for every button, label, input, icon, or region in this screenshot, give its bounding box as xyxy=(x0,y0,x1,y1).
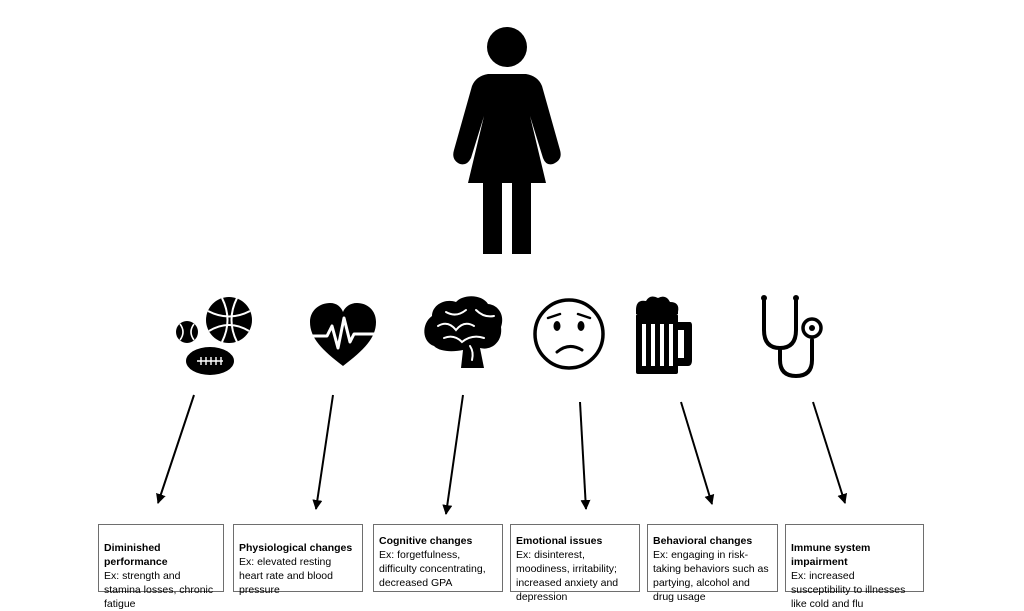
sports-balls-icon xyxy=(176,297,252,375)
box-emotional-issues: Emotional issues Ex: disinterest, moodin… xyxy=(510,524,640,603)
arrow-line xyxy=(312,394,334,510)
arrow-line xyxy=(442,394,464,515)
box-immune-system-impairment: Immune system impairment Ex: increased s… xyxy=(785,524,924,610)
box-description: Ex: disinterest, moodiness, irritability… xyxy=(516,549,619,603)
box-title: Cognitive changes xyxy=(379,535,473,547)
beer-mug-icon xyxy=(636,296,692,374)
box-description: Ex: elevated resting heart rate and bloo… xyxy=(239,556,333,596)
box-physiological-changes: Physiological changes Ex: elevated resti… xyxy=(233,524,363,596)
stethoscope-icon xyxy=(761,295,823,379)
box-title: Emotional issues xyxy=(516,535,603,547)
box-description: Ex: forgetfulness, difficulty concentrat… xyxy=(379,549,486,589)
arrow-line xyxy=(680,401,715,505)
arrows xyxy=(156,394,848,515)
box-description: Ex: increased susceptibility to illnesse… xyxy=(791,570,906,610)
box-title: Behavioral changes xyxy=(653,535,753,547)
woman-icon xyxy=(453,27,561,254)
box-diminished-performance: Diminished performance Ex: strength and … xyxy=(98,524,224,610)
box-title: Immune system impairment xyxy=(791,542,871,568)
brain-icon xyxy=(424,296,503,368)
arrow-line xyxy=(579,401,591,510)
box-title: Physiological changes xyxy=(239,542,353,554)
sad-face-icon xyxy=(533,298,605,370)
box-description: Ex: strength and stamina losses, chronic… xyxy=(104,570,214,610)
box-behavioral-changes: Behavioral changes Ex: engaging in risk-… xyxy=(647,524,778,603)
heartbeat-icon xyxy=(309,303,377,366)
box-cognitive-changes: Cognitive changes Ex: forgetfulness, dif… xyxy=(373,524,503,592)
arrow-line xyxy=(812,401,848,504)
arrow-line xyxy=(156,394,195,504)
box-title: Diminished performance xyxy=(104,542,168,568)
box-description: Ex: engaging in risk-taking behaviors su… xyxy=(653,549,769,603)
